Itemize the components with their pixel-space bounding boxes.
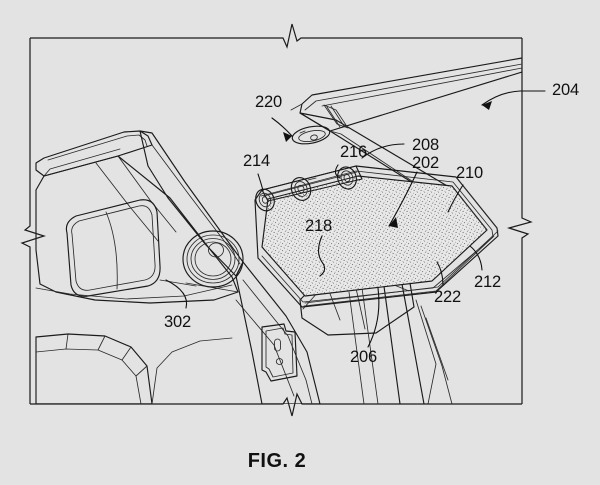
ref-numeral-222: 222 <box>434 288 461 306</box>
deployable-panel-assembly <box>254 165 499 308</box>
ref-numeral-202: 202 <box>412 154 439 172</box>
speaker-boss <box>182 230 244 288</box>
figure-caption: FIG. 2 <box>248 450 307 472</box>
reference-numeral-layer: 204 220 214 216 208 202 210 218 212 222 … <box>164 81 579 366</box>
ref-numeral-220: 220 <box>255 93 282 111</box>
ref-numeral-214: 214 <box>243 152 270 170</box>
ref-numeral-206: 206 <box>350 348 377 366</box>
ref-numeral-204: 204 <box>552 81 579 99</box>
inboard-pivot-bushing <box>337 166 357 190</box>
mid-pivot-bushing <box>290 177 317 201</box>
ref-numeral-218: 218 <box>305 217 332 235</box>
lower-pillar-trim <box>235 261 321 404</box>
instrument-panel-cowl <box>35 333 233 404</box>
ref-numeral-212: 212 <box>474 273 501 291</box>
ref-numeral-216: 216 <box>340 143 367 161</box>
outboard-pivot-bushing <box>255 188 275 212</box>
leader-lines <box>257 90 546 348</box>
panel-textured-surface <box>262 176 487 296</box>
windshield-and-pillar-assembly <box>35 130 244 309</box>
camera-sensor-oval <box>291 125 331 145</box>
ref-numeral-210: 210 <box>456 164 483 182</box>
mounting-bracket <box>261 323 298 382</box>
ref-numeral-208: 208 <box>412 136 439 154</box>
ref-numeral-302: 302 <box>164 313 191 331</box>
